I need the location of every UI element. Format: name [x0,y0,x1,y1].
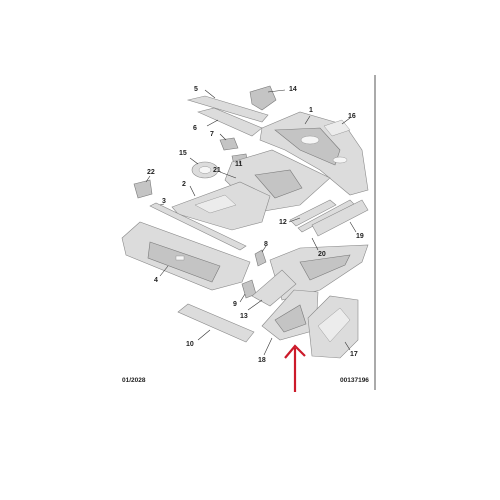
callout-9: 9 [233,301,237,308]
part-5-rail [186,95,269,123]
callout-8: 8 [264,241,268,248]
callout-4: 4 [154,277,158,284]
reference-code: 00137196 [340,377,369,384]
part-15-cap [191,161,219,179]
side-member [269,244,369,301]
part-10-lower-bar [177,303,255,343]
callout-labels: 1 2 3 4 5 6 7 8 9 10 11 12 13 14 15 16 1… [147,86,364,364]
callout-13: 13 [240,313,248,320]
part-14-bracket [249,85,277,111]
callout-6: 6 [193,125,197,132]
part-16-plate [323,119,351,137]
callout-21: 21 [213,167,221,174]
part-6-rail [197,107,263,137]
part-3-bar [149,202,247,251]
callout-18: 18 [258,357,266,364]
callout-5: 5 [194,86,198,93]
callout-2: 2 [182,181,186,188]
part-2-floor-panel [171,181,271,231]
callout-12: 12 [279,219,287,226]
part-19-side-rail [311,199,369,237]
callout-19: 19 [356,233,364,240]
callout-22: 22 [147,169,155,176]
callout-11: 11 [235,161,243,168]
part-22-bracket [133,179,153,199]
callout-1: 1 [309,107,313,114]
callout-17: 17 [350,351,358,358]
highlight-arrow-icon [284,344,306,392]
part-8-clip [254,249,267,267]
part-12-rail [289,199,337,227]
callout-15: 15 [179,150,187,157]
leader-lines [145,89,357,356]
callout-16: 16 [348,113,356,120]
callout-20: 20 [318,251,326,258]
callout-7: 7 [210,131,214,138]
callout-14: 14 [289,86,297,93]
callout-10: 10 [186,341,194,348]
callout-3: 3 [162,198,166,205]
part-4-cross-panel [121,221,251,291]
part-13-bracket-panel [251,269,297,307]
date-code: 01/2028 [122,377,146,384]
part-7-bracket [219,137,239,151]
